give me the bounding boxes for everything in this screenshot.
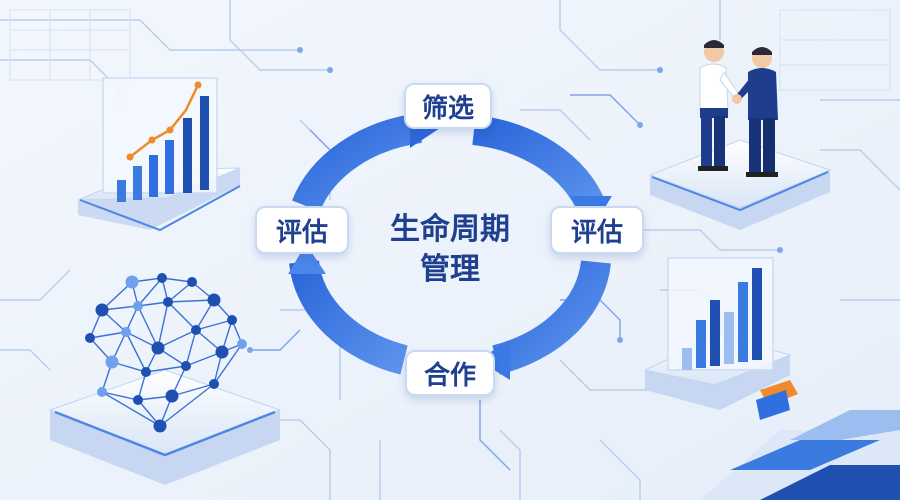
network-node xyxy=(97,387,107,397)
network-node xyxy=(133,395,143,405)
network-edge xyxy=(161,277,193,283)
center-title-line1: 生命周期 xyxy=(390,212,510,247)
network-edge xyxy=(125,331,147,373)
cycle-arrow-top-left xyxy=(292,113,423,212)
circuit-lines-blue xyxy=(250,94,641,471)
bar-chart-icon xyxy=(102,77,218,202)
network-node xyxy=(187,277,197,287)
data-blocks xyxy=(700,380,900,500)
cycle-arrow-bottom-right xyxy=(492,260,611,375)
network-edge xyxy=(101,281,133,311)
network-edge xyxy=(167,301,197,331)
stage-label-screening: 筛选 xyxy=(404,83,492,129)
stage-label-evaluation-right: 评估 xyxy=(550,206,644,254)
arrowhead-bottom-left xyxy=(288,244,326,274)
handshake-platform xyxy=(648,139,832,230)
network-graph-icon xyxy=(85,273,247,433)
network-edge xyxy=(213,343,243,385)
network-node xyxy=(105,355,119,369)
handshake-icon xyxy=(698,40,778,177)
network-node xyxy=(125,275,139,289)
network-edge xyxy=(101,391,161,427)
lifecycle-cycle xyxy=(288,110,612,380)
center-title-line2: 管理 xyxy=(420,252,480,287)
network-node xyxy=(209,379,219,389)
stage-label-cooperation: 合作 xyxy=(405,350,495,396)
network-node xyxy=(163,297,173,307)
network-node xyxy=(237,339,247,349)
cycle-arrow-top-right xyxy=(472,115,606,214)
network-edge xyxy=(171,383,215,397)
network-node xyxy=(141,367,151,377)
stage-label-evaluation-left: 评估 xyxy=(255,206,349,254)
network-edge xyxy=(159,383,215,427)
network-node xyxy=(133,301,143,311)
network-edge xyxy=(145,365,187,373)
cycle-arrow-bottom-left xyxy=(289,260,408,375)
network-node xyxy=(151,341,165,355)
network-node xyxy=(165,389,179,403)
network-edge xyxy=(167,281,193,303)
network-edge xyxy=(137,301,169,307)
network-node xyxy=(95,303,109,317)
network-node xyxy=(153,419,167,433)
network-edge xyxy=(195,319,233,331)
network-node xyxy=(227,315,237,325)
network-node xyxy=(181,361,191,371)
center-title: 生命周期 管理 xyxy=(362,210,538,290)
network-edge xyxy=(167,299,215,303)
network-node xyxy=(215,345,229,359)
background-panels xyxy=(9,9,891,91)
network-edge xyxy=(157,301,169,349)
network-edge xyxy=(101,391,139,401)
bar-chart-icon xyxy=(667,257,774,371)
network-node xyxy=(121,327,131,337)
network-edge xyxy=(137,277,163,307)
network-edge xyxy=(185,329,197,367)
network-node xyxy=(207,293,221,307)
network-node xyxy=(85,333,95,343)
network-node xyxy=(191,325,201,335)
network-edge xyxy=(89,331,127,339)
network-edge xyxy=(157,329,197,349)
network-node xyxy=(157,273,167,283)
network-edge xyxy=(137,305,159,349)
